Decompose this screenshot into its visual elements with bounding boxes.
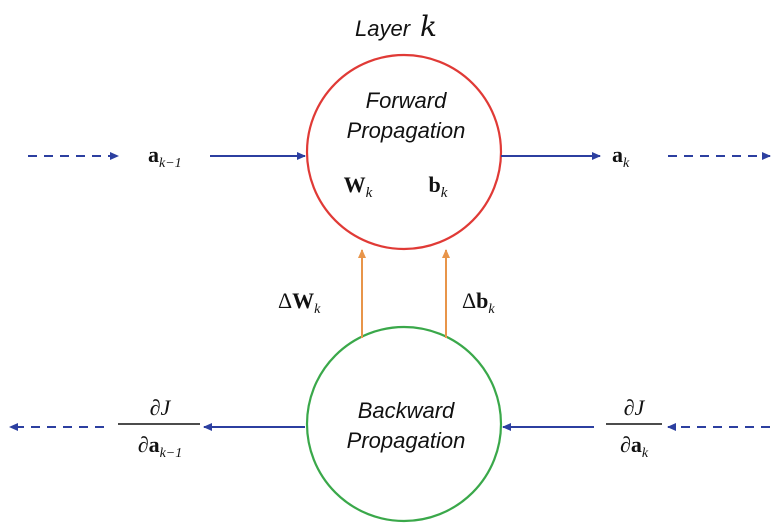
forward-propagation-node (305, 53, 503, 251)
bias-gradient-sub: k (488, 302, 495, 317)
grad-in-den-sub: k (642, 446, 649, 461)
weight-param-label: Wk (344, 172, 373, 201)
grad-in-den-partial: ∂ (620, 432, 631, 457)
grad-in-num-partial: ∂ (624, 395, 635, 420)
weight-gradient-delta: Δ (278, 288, 292, 313)
forward-node-label-line1: Forward (366, 88, 447, 113)
weight-param-base: W (344, 172, 366, 197)
grad-out-num-var: J (161, 395, 172, 420)
layer-title-var: k (420, 10, 437, 43)
output-activation-label: ak (612, 142, 630, 171)
grad-out-den-partial: ∂ (138, 432, 149, 457)
weight-gradient-sub: k (314, 302, 321, 317)
layer-title-text: Layer (355, 16, 412, 41)
input-activation-sub: k−1 (159, 156, 182, 171)
grad-in-numerator: ∂J (624, 395, 646, 420)
bias-gradient-delta: Δ (462, 288, 476, 313)
weight-gradient-base: W (292, 288, 314, 313)
grad-out-num-partial: ∂ (150, 395, 161, 420)
backward-propagation-node (305, 325, 503, 523)
output-activation-base: a (612, 142, 623, 167)
weight-gradient-label: ΔWk (278, 288, 321, 317)
input-activation-label: ak−1 (148, 142, 182, 171)
backward-node-label-line1: Backward (358, 398, 455, 423)
bias-gradient-base: b (476, 288, 488, 313)
grad-out-den-sub: k−1 (160, 446, 183, 461)
layer-title: Layer k (355, 10, 437, 43)
backward-node-label-line2: Propagation (347, 428, 466, 453)
grad-in-num-var: J (635, 395, 646, 420)
grad-in-den-base: a (631, 432, 642, 457)
grad-in-denominator: ∂ak (620, 432, 649, 461)
grad-out-numerator: ∂J (150, 395, 172, 420)
bias-param-base: b (429, 172, 441, 197)
forward-node-label-line2: Propagation (347, 118, 466, 143)
grad-out-den-base: a (149, 432, 160, 457)
grad-out-denominator: ∂ak−1 (138, 432, 183, 461)
output-activation-sub: k (623, 156, 630, 171)
bias-param-label: bk (429, 172, 448, 201)
bias-param-sub: k (441, 185, 448, 201)
weight-param-sub: k (366, 185, 373, 201)
bias-gradient-label: Δbk (462, 288, 495, 317)
input-activation-base: a (148, 142, 159, 167)
